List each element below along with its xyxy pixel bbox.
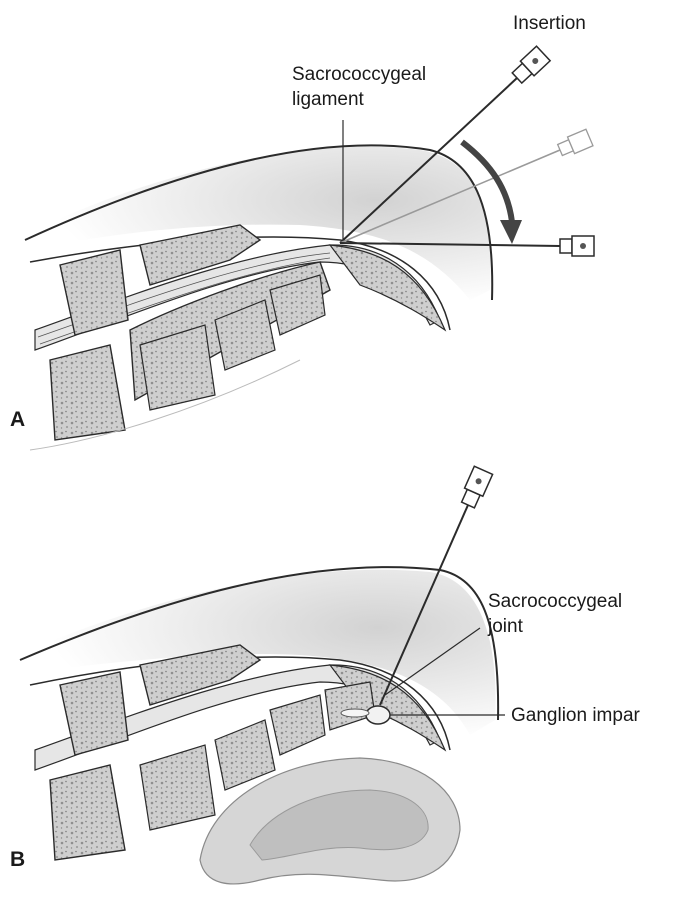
label-sacrococcygeal-ligament-line1: Sacrococcygeal [292,63,426,86]
label-sacrococcygeal-joint-line1: Sacrococcygeal [488,590,622,613]
panel-a-vertebra [50,345,125,440]
label-insertion: Insertion [513,12,586,35]
panel-b-vertebra [325,682,375,730]
needle-b-hub [459,466,493,509]
needle-intermediate-hub [556,129,592,158]
panel-b-vertebra [50,765,125,860]
label-sacrococcygeal-ligament-line2: ligament [292,88,364,111]
label-ganglion-impar: Ganglion impar [511,704,640,727]
ganglion-impar [366,706,390,724]
panel-b-vertebra [270,695,325,755]
panel-label-b: B [10,848,25,872]
panel-label-a: A [10,408,25,432]
panel-a-anatomy [25,145,492,450]
panel-b-vertebra [140,745,215,830]
needle-final-hub [560,236,594,256]
panel-b-vertebra [215,720,275,790]
panel-b-anatomy [20,567,498,884]
label-sacrococcygeal-joint-line2: joint [488,615,523,638]
ganglion-impar-extension [341,709,369,717]
rotation-arrowhead [500,220,522,244]
